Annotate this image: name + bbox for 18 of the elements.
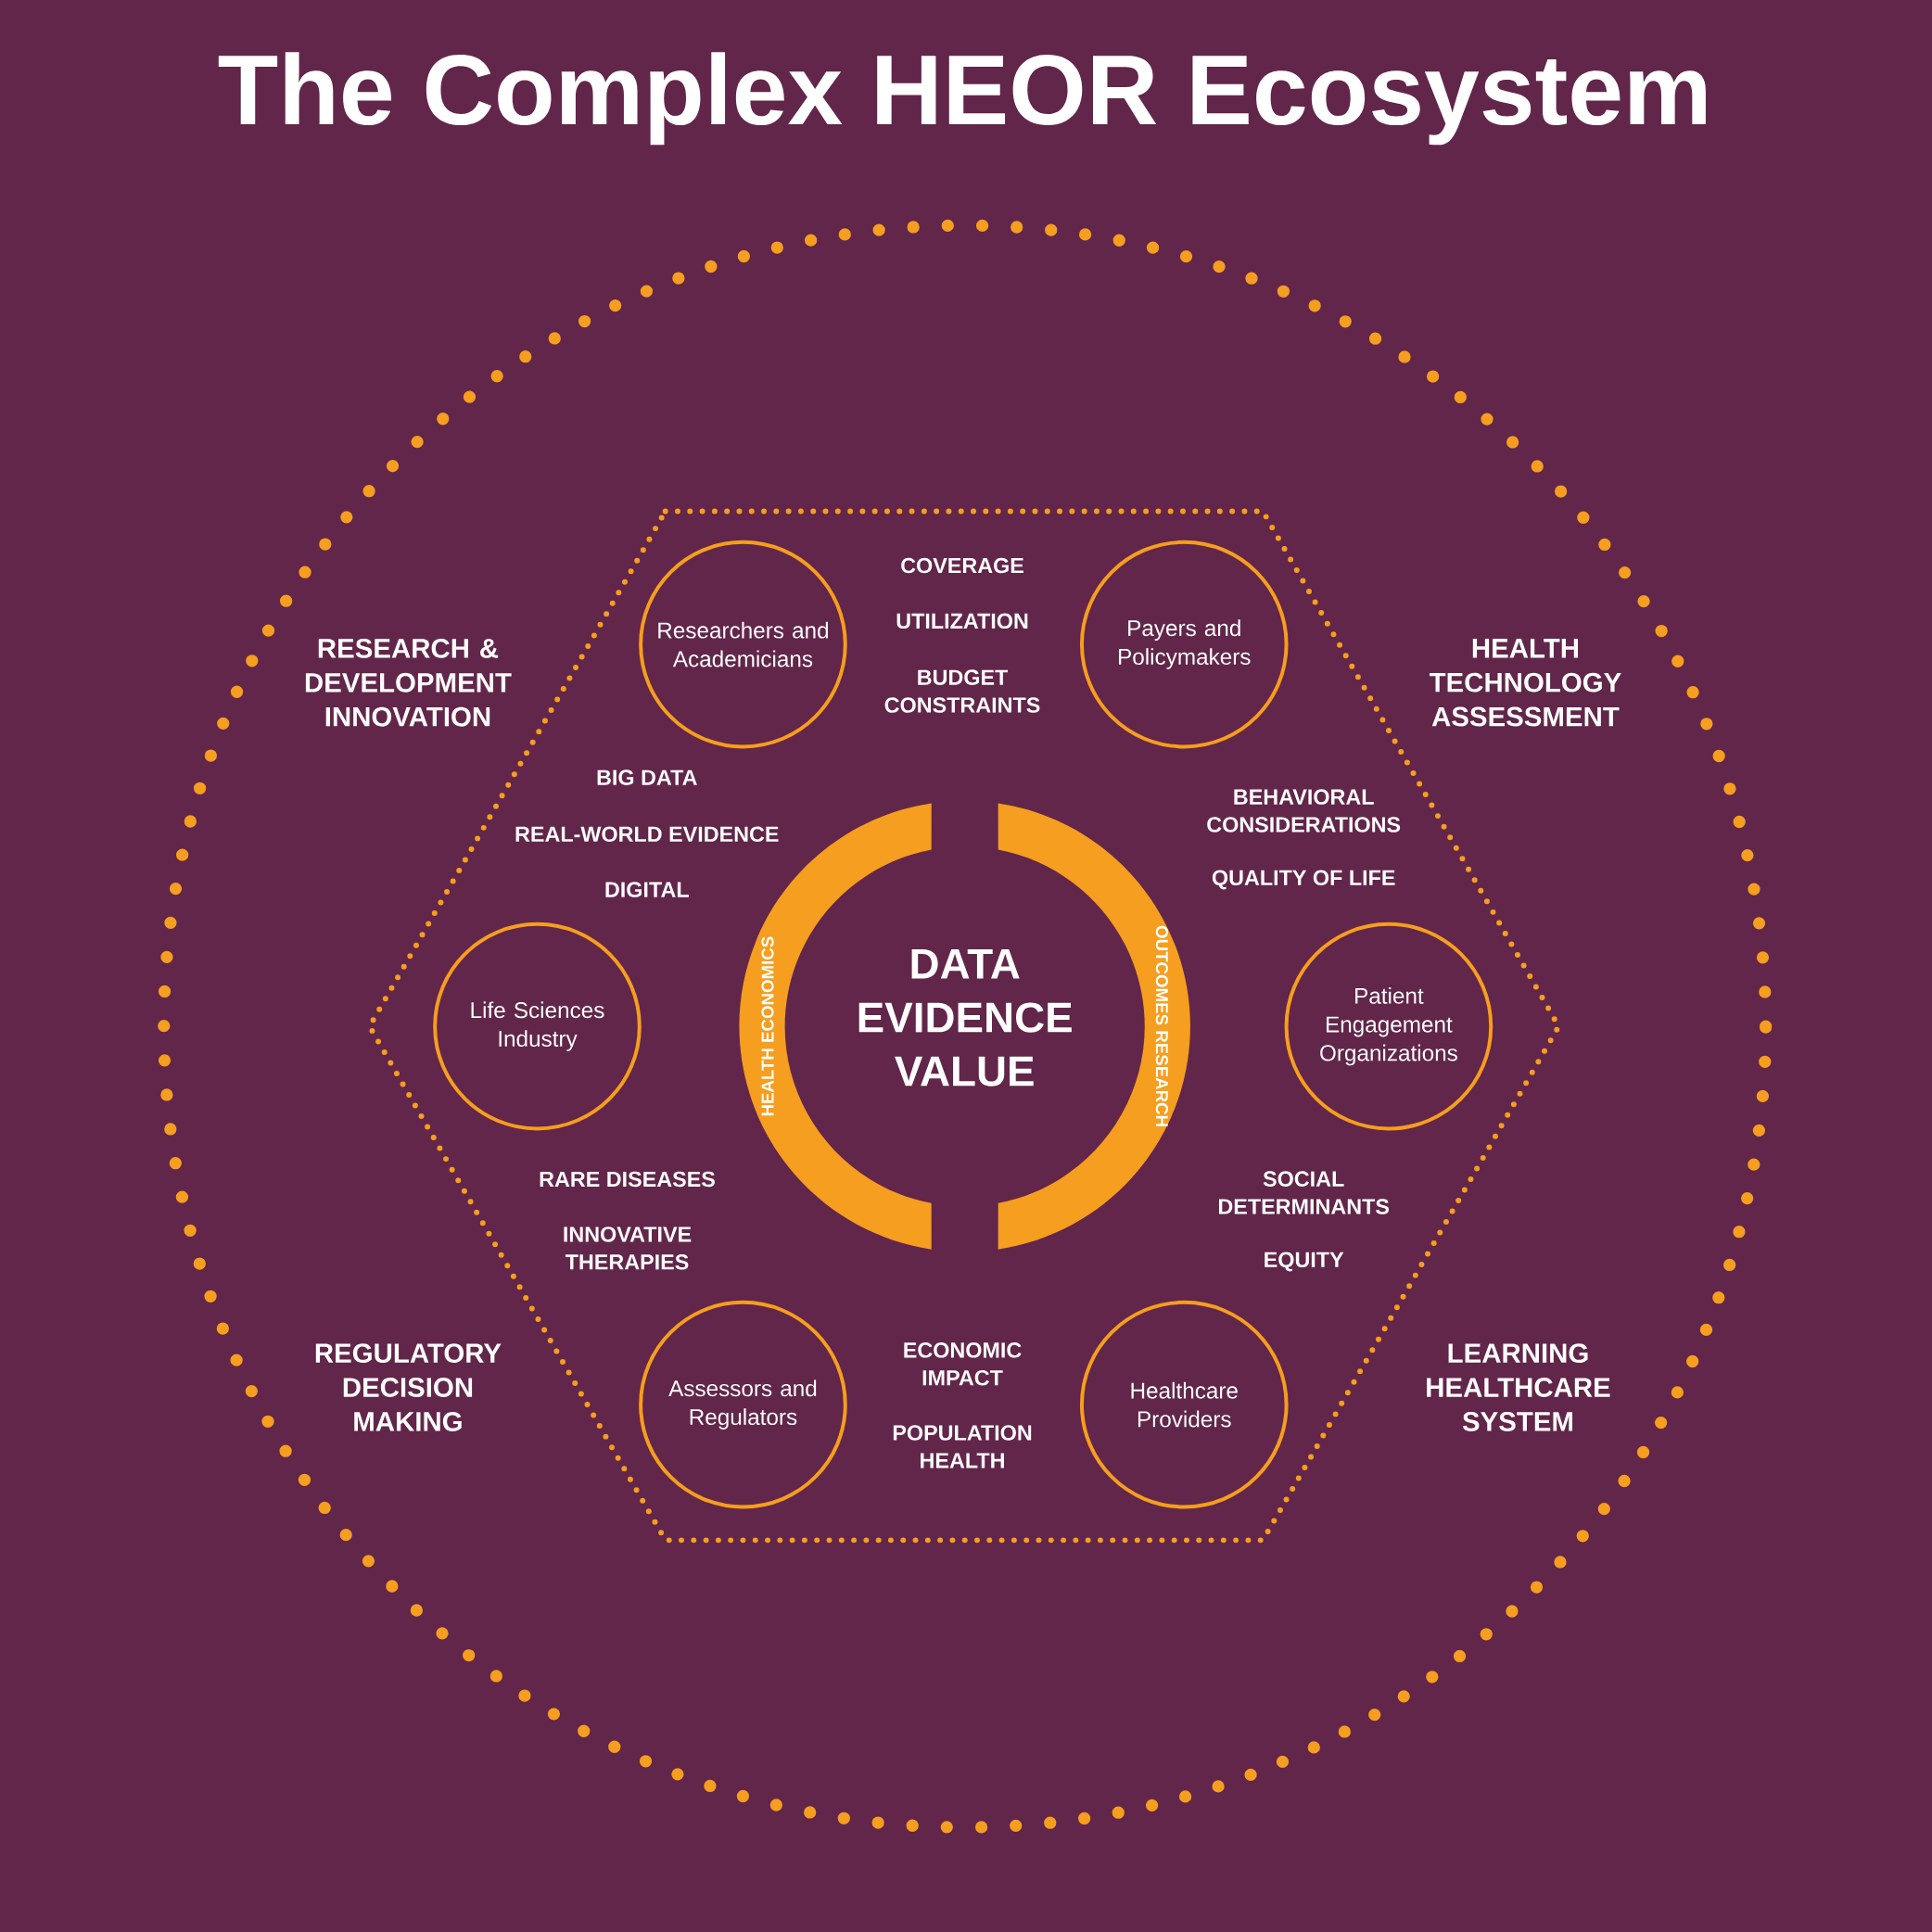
domain-label: HEALTH TECHNOLOGY ASSESSMENT: [1430, 639, 1621, 727]
keyword-label: QUALITY OF LIFE: [1212, 870, 1395, 890]
keyword-label: COVERAGE: [901, 557, 1023, 574]
domain-label: REGULATORY DECISION MAKING: [315, 1343, 502, 1431]
keyword-label: UTILIZATION: [896, 613, 1028, 629]
keyword-label: BEHAVIORAL CONSIDERATIONS: [1207, 789, 1401, 833]
domain-label: LEARNING HEALTHCARE SYSTEM: [1427, 1343, 1610, 1431]
keyword-label: RARE DISEASES: [540, 1171, 715, 1188]
title: The Complex HEOR Ecosystem: [218, 52, 1706, 146]
keyword-label: BIG DATA: [597, 769, 697, 785]
domain-label: RESEARCH & DEVELOPMENT INNOVATION: [305, 638, 512, 727]
keyword-label: BUDGET CONSTRAINTS: [884, 669, 1040, 713]
keyword-label: ECONOMIC IMPACT: [904, 1342, 1022, 1386]
keyword-label: SOCIAL DETERMINANTS: [1218, 1171, 1390, 1214]
keyword-label: INNOVATIVE THERAPIES: [564, 1227, 692, 1270]
keyword-label: DIGITAL: [605, 882, 689, 897]
keyword-label: POPULATION HEALTH: [893, 1425, 1032, 1468]
keyword-label: EQUITY: [1265, 1252, 1344, 1272]
